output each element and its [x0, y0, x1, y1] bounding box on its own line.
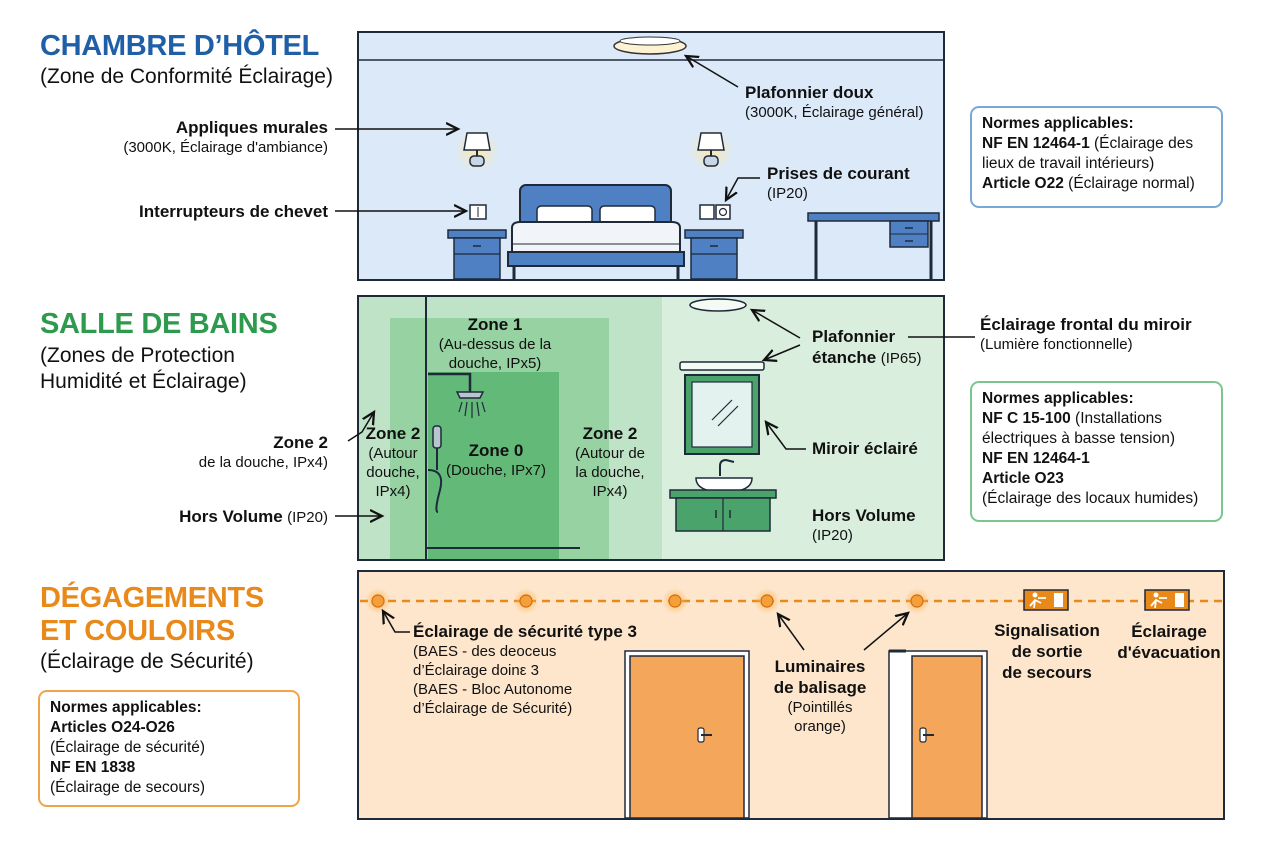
lit-mirror-icon: [679, 361, 765, 455]
corridor-norms-box: Normes applicables: Articles O24-O26 (Éc…: [38, 690, 300, 807]
bed-icon: [507, 184, 685, 279]
marker-light-icon: [365, 588, 930, 614]
prises-desc: (IP20): [767, 185, 808, 202]
frontal-title: Éclairage frontal du miroir: [980, 315, 1192, 334]
hotel-section-title: CHAMBRE D’HÔTEL: [40, 30, 320, 62]
appliques-title: Appliques murales: [175, 118, 328, 137]
zone0-title: Zone 0: [468, 441, 524, 460]
wall-sconce-icon: [455, 128, 499, 172]
norm-text: (Éclairage normal): [1063, 175, 1195, 192]
hors-volume-right-title: Hors Volume: [812, 506, 916, 525]
norm-code: Article O22: [982, 175, 1064, 192]
hors-volume-left-callout: Hors Volume (IP20): [120, 506, 328, 527]
hotel-section-subtitle: (Zone de Conformité Éclairage): [40, 65, 333, 88]
zone2-left-callout: Zone 2 de la douche, IPx4): [120, 432, 328, 472]
hors-volume-right-desc: (IP20): [812, 527, 853, 544]
securite-callout: Éclairage de sécurité type 3 (BAES - des…: [413, 621, 673, 718]
zone1-label: Zone 1 (Au-dessus de la douche, IPx5): [430, 314, 560, 373]
signalisation-title: Signalisation de sortie de secours: [994, 621, 1100, 682]
securite-desc: (BAES - des deoceus d’Éclairage doinε 3 …: [413, 643, 573, 717]
corridor-section-title: DÉGAGEMENTS ET COULOIRS: [40, 582, 264, 647]
exit-sign-icon: [1023, 589, 1069, 611]
bedside-switch-icon: [469, 204, 487, 220]
bath-plafonnier-title: Plafonnier étanche: [812, 327, 896, 367]
prises-callout: Prises de courant (IP20): [767, 163, 942, 203]
zone2-inner-desc: (Autour douche, IPx4): [366, 445, 420, 500]
plafonnier-desc: (3000K, Éclairage général): [745, 104, 924, 121]
bath-norms-box: Normes applicables: NF C 15-100 (Install…: [970, 381, 1223, 522]
plafonnier-title: Plafonnier doux: [745, 83, 874, 102]
norm-text: (Éclairage des lieux de travail intérieu…: [982, 135, 1194, 172]
norm-code: NF EN 12464-1: [982, 450, 1090, 467]
appliques-desc: (3000K, Éclairage d'ambiance): [123, 139, 328, 156]
hotel-room-panel: [357, 31, 945, 281]
bath-section-subtitle: (Zones de Protection Humidité et Éclaira…: [40, 344, 247, 393]
power-outlet-icon: [699, 204, 731, 220]
waterproof-ceiling-light-icon: [689, 298, 747, 312]
zone2-inner-label: Zone 2 (Autour douche, IPx4): [360, 423, 426, 501]
zone2-right-desc: (Autour de la douche, IPx4): [574, 445, 646, 500]
prises-title: Prises de courant: [767, 164, 910, 183]
interrupteurs-title: Interrupteurs de chevet: [139, 202, 328, 221]
norm-code: NF C 15-100: [982, 410, 1071, 427]
hors-volume-left-desc: (IP20): [287, 509, 328, 526]
zone2-right-title: Zone 2: [582, 424, 638, 443]
bath-plafonnier-callout: Plafonnier étanche (IP65): [812, 326, 922, 368]
norms-title: Normes applicables:: [982, 115, 1134, 132]
corridor-callout-lines: [383, 611, 908, 651]
hotel-callout-lines: [335, 56, 760, 211]
miroir-title: Miroir éclairé: [812, 439, 918, 458]
norm-code: NF EN 12464-1: [982, 135, 1090, 152]
norm-text: (Installations électriques à basse tensi…: [982, 410, 1176, 447]
door-icon: [888, 649, 988, 819]
balisage-desc: (Pointillés orange): [787, 699, 853, 735]
norm-text: (Éclairage de sécurité): [50, 739, 206, 756]
hors-volume-left-title: Hors Volume: [179, 507, 283, 526]
plafonnier-callout: Plafonnier doux (3000K, Éclairage généra…: [745, 82, 945, 122]
balisage-title: Luminaires de balisage: [773, 657, 867, 697]
bath-section-title: SALLE DE BAINS: [40, 308, 278, 340]
balisage-callout: Luminaires de balisage (Pointillés orang…: [760, 656, 880, 736]
norm-text: (Éclairage de secours): [50, 779, 206, 796]
norms-title: Normes applicables:: [50, 699, 202, 716]
zone2-inner-title: Zone 2: [365, 424, 421, 443]
norm-code: Articles O24-O26: [50, 719, 175, 736]
hand-shower-icon: [427, 425, 443, 513]
zone2-right-label: Zone 2 (Autour de la douche, IPx4): [564, 423, 656, 501]
shower-head-icon: [428, 372, 486, 418]
bath-plafonnier-desc: (IP65): [880, 350, 922, 367]
zone1-title: Zone 1: [467, 315, 523, 334]
zone2-left-title: Zone 2: [273, 433, 328, 452]
securite-title: Éclairage de sécurité type 3: [413, 622, 637, 641]
norms-title: Normes applicables:: [982, 390, 1134, 407]
zone1-desc: (Au-dessus de la douche, IPx5): [438, 336, 552, 372]
hotel-norms-box: Normes applicables: NF EN 12464-1 (Éclai…: [970, 106, 1223, 208]
corridor-panel: [357, 570, 1225, 820]
norm-text: (Éclairage des locaux humides): [982, 490, 1199, 507]
zone0-desc: (Douche, IPx7): [445, 462, 547, 479]
frontal-desc: (Lumière fonctionnelle): [980, 336, 1133, 353]
wall-sconce-icon: [689, 128, 733, 172]
norm-code: NF EN 1838: [50, 759, 136, 776]
zone2-left-desc: de la douche, IPx4): [198, 454, 328, 471]
norm-code: Article O23: [982, 470, 1064, 487]
nightstand-icon: [684, 229, 744, 280]
bathroom-callout-lines: [335, 310, 975, 516]
bathroom-panel: [357, 295, 945, 561]
sink-icon: [669, 458, 777, 532]
corridor-section-subtitle: (Éclairage de Sécurité): [40, 650, 254, 673]
exit-sign-icon: [1144, 589, 1190, 611]
desk-icon: [807, 212, 940, 279]
ceiling-light-icon: [613, 36, 687, 55]
frontal-callout: Éclairage frontal du miroir (Lumière fon…: [980, 314, 1240, 354]
appliques-callout: Appliques murales (3000K, Éclairage d'am…: [80, 117, 328, 157]
door-icon: [624, 650, 750, 819]
nightstand-icon: [447, 229, 507, 280]
evacuation-title: Éclairage d'évacuation: [1117, 622, 1221, 662]
hors-volume-right-callout: Hors Volume (IP20): [812, 505, 937, 545]
zone0-label: Zone 0 (Douche, IPx7): [440, 440, 552, 480]
